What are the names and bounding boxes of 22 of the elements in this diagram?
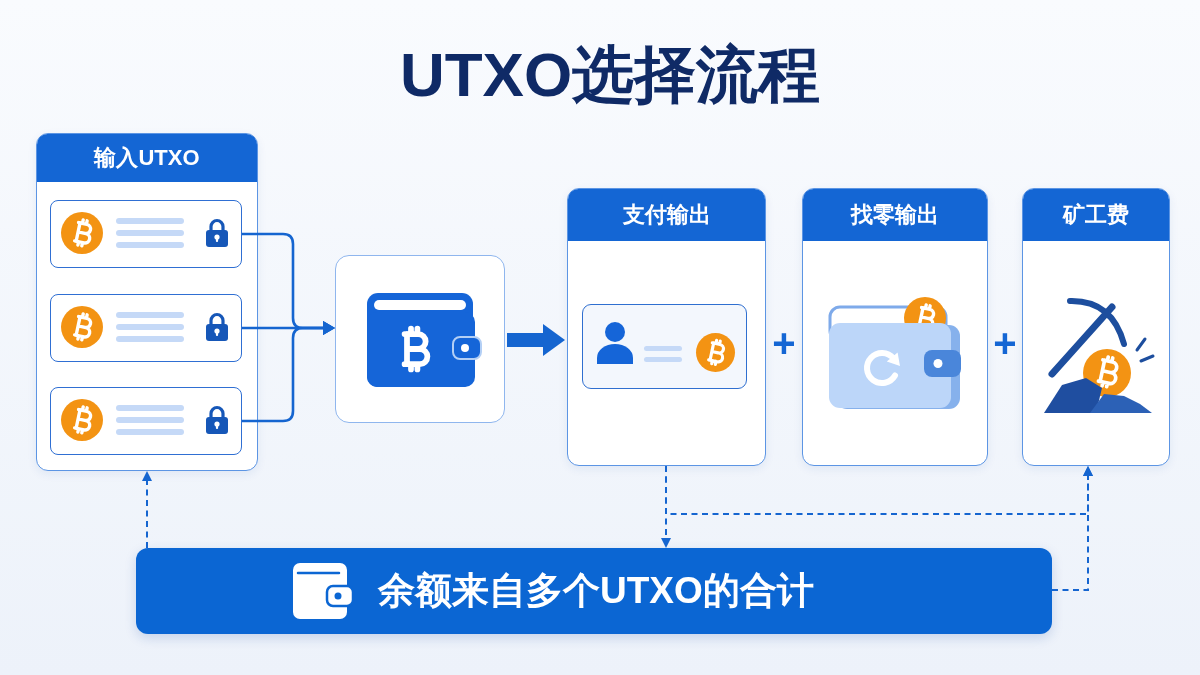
title: UTXO选择流程 [399,39,821,111]
input-panel [36,133,258,471]
utxo-card [49,386,242,455]
arrow [242,321,335,423]
banner-text: 余额来自多个UTXO的合计 [378,568,814,613]
output-panel [802,188,988,466]
payment-card [581,303,747,389]
panel-header: 输入UTXO [37,134,257,182]
dashed-arrow [1051,466,1093,591]
dashed-arrow [142,471,152,549]
panel-header: 找零输出 [803,189,987,241]
panel-header: 支付输出 [568,189,765,241]
block-arrow [507,324,565,356]
wallet-card [335,255,505,423]
utxo-card [49,199,242,268]
summary-banner [136,548,1052,634]
utxo-card [49,293,242,362]
panel-header: 矿工费 [1023,189,1169,241]
plus-sign: + [772,323,796,363]
output-panel [1022,188,1170,466]
output-panel [567,188,766,466]
plus-sign: + [993,323,1017,363]
